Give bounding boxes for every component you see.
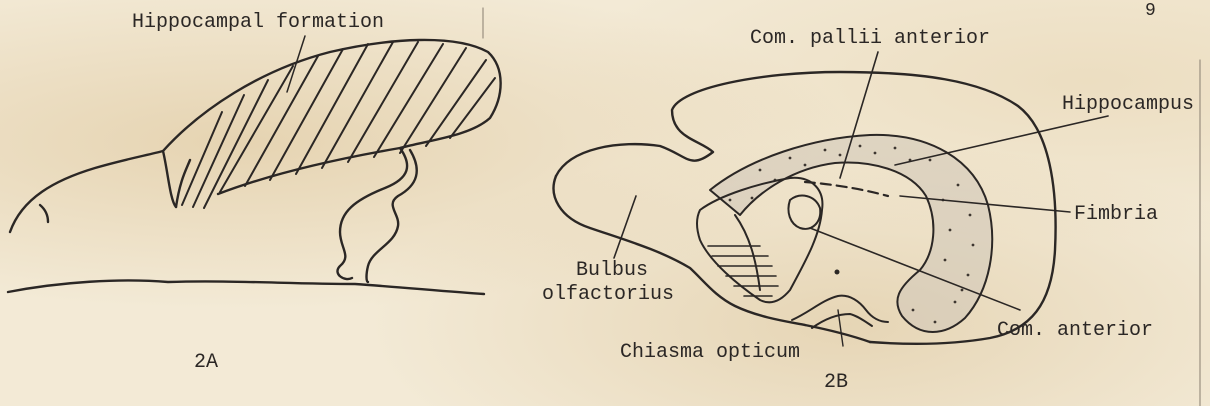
caption-2a: 2A	[194, 352, 218, 374]
anterior-commissure-loop	[788, 196, 820, 229]
label-fimbria: Fimbria	[1074, 204, 1158, 226]
label-hippocampal-formation: Hippocampal formation	[132, 12, 384, 34]
label-hippocampus: Hippocampus	[1062, 94, 1194, 116]
hippocampal-formation-outline	[163, 40, 501, 194]
page-number: 9	[1145, 0, 1156, 22]
diagram-2a	[8, 8, 501, 294]
ventral-outline-2b	[805, 325, 870, 342]
brainstem-inner-2a	[367, 150, 417, 282]
caption-2b: 2B	[824, 372, 848, 394]
small-dot	[835, 270, 840, 275]
ventral-outline-2a	[8, 280, 484, 294]
olfactory-tick	[40, 205, 48, 222]
cortex-contour-2a	[176, 160, 190, 207]
leader-hippocampus	[895, 116, 1108, 165]
hippocampal-formation-hatching	[182, 42, 495, 208]
hippocampus-band	[710, 135, 992, 332]
leader-bulbus	[614, 196, 636, 258]
label-olfactorius: olfactorius	[542, 284, 674, 306]
label-com-pallii-anterior: Com. pallii anterior	[750, 28, 990, 50]
fornix-curve	[735, 215, 760, 290]
label-bulbus: Bulbus	[576, 260, 648, 282]
label-chiasma-opticum: Chiasma opticum	[620, 342, 800, 364]
label-com-anterior: Com. anterior	[997, 320, 1153, 342]
brain-outline-2a	[10, 151, 176, 232]
